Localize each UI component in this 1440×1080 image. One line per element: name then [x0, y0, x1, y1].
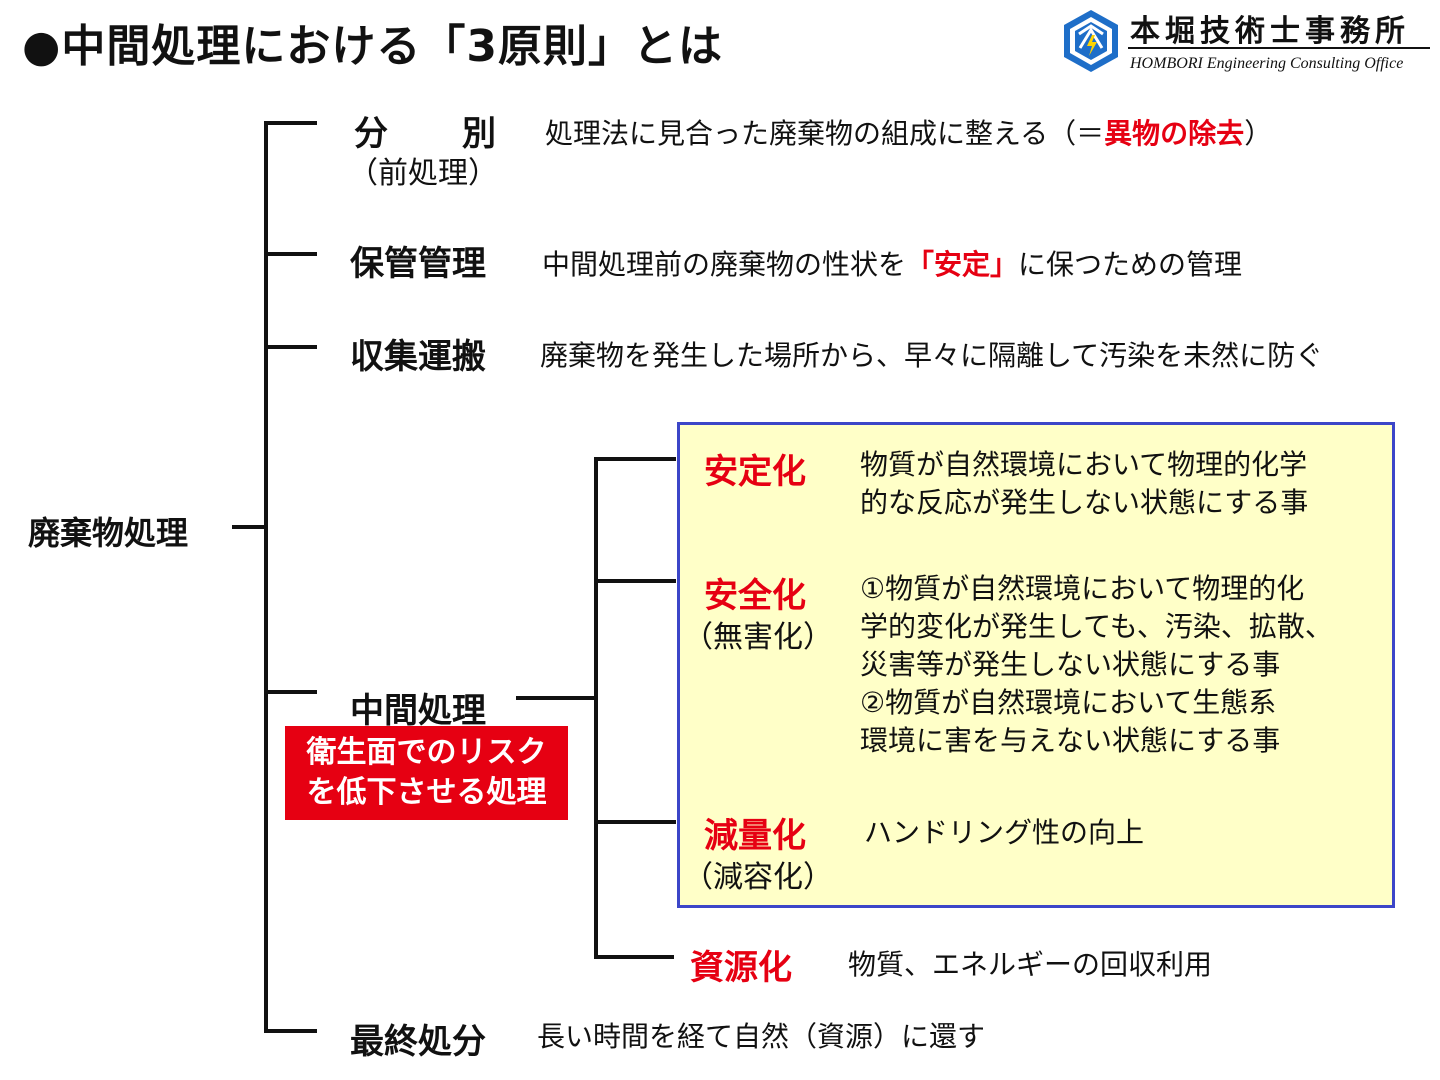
- hokan-desc-pre: 中間処理前の廃棄物の性状を: [542, 248, 907, 281]
- anzenka-sub: （無害化）: [683, 620, 833, 655]
- hokan-desc: 中間処理前の廃棄物の性状を「安定」に保つための管理: [542, 243, 1242, 283]
- bunbetsu-label-a: 分: [354, 114, 388, 154]
- chukan-badge: 衛生面でのリスク を低下させる処理: [285, 726, 568, 820]
- main-trunk: [264, 121, 268, 1033]
- branch-chukan: [264, 690, 317, 694]
- sub-branch-anzenka: [594, 579, 676, 583]
- chukan-badge-line1: 衛生面でのリスク: [306, 735, 547, 770]
- bunbetsu-sub: （前処理）: [348, 156, 498, 191]
- anzenka-desc: ①物質が自然環境において物理的化 学的変化が発生しても、汚染、拡散、 災害等が発…: [860, 570, 1333, 760]
- anzenka-desc-line3: 災害等が発生しない状態にする事: [860, 648, 1281, 681]
- logo-english-name: HOMBORI Engineering Consulting Office: [1130, 55, 1404, 72]
- saishu-desc: 長い時間を経て自然（資源）に還す: [537, 1020, 986, 1053]
- anzenka-desc-line4: ②物質が自然環境において生態系: [860, 686, 1277, 719]
- hombori-logo-icon: [1064, 10, 1118, 72]
- anzenka-desc-line2: 学的変化が発生しても、汚染、拡散、: [860, 610, 1333, 643]
- saishu-label: 最終処分: [350, 1022, 486, 1062]
- page-title: ●中間処理における「3原則」とは: [22, 21, 724, 72]
- chukan-badge-line2: を低下させる処理: [306, 775, 547, 810]
- anteika-desc: 物質が自然環境において物理的化学 的な反応が発生しない状態にする事: [860, 446, 1308, 522]
- branch-hokan: [264, 252, 317, 256]
- genryoka-sub: （減容化）: [683, 860, 833, 895]
- hokan-label: 保管管理: [350, 244, 486, 284]
- logo-japanese-name: 本堀技術士事務所: [1130, 14, 1410, 49]
- hokan-desc-emphasis: 「安定」: [906, 248, 1019, 281]
- anzenka-desc-line5: 環境に害を与えない状態にする事: [860, 724, 1281, 757]
- branch-saishu: [264, 1029, 317, 1033]
- anteika-desc-line2: 的な反応が発生しない状態にする事: [860, 486, 1309, 519]
- hokan-desc-post: に保つための管理: [1018, 248, 1243, 281]
- genryoka-label: 減量化: [704, 816, 806, 856]
- bunbetsu-desc: 処理法に見合った廃棄物の組成に整える（＝異物の除去）: [545, 112, 1272, 152]
- sub-trunk: [594, 457, 598, 958]
- anzenka-desc-line1: ①物質が自然環境において物理的化: [860, 572, 1305, 605]
- bunbetsu-desc-pre: 処理法に見合った廃棄物の組成に整える（＝: [545, 117, 1105, 150]
- anzenka-label: 安全化: [704, 576, 806, 616]
- shigenka-label: 資源化: [690, 948, 792, 988]
- shushu-label: 収集運搬: [350, 337, 486, 377]
- anteika-desc-line1: 物質が自然環境において物理的化学: [860, 448, 1308, 481]
- logo-divider: [1128, 47, 1430, 49]
- anteika-label: 安定化: [704, 452, 806, 492]
- branch-shushu: [264, 345, 317, 349]
- root-connector: [232, 525, 267, 529]
- sub-branch-genryoka: [594, 820, 676, 824]
- chukan-connector: [516, 696, 598, 700]
- three-principles-box: [677, 422, 1395, 908]
- bunbetsu-label-b: 別: [462, 114, 496, 154]
- root-label: 廃棄物処理: [28, 514, 189, 552]
- bunbetsu-desc-post: ）: [1244, 117, 1273, 150]
- branch-bunbetsu: [264, 121, 317, 125]
- sub-branch-anteika: [594, 457, 676, 461]
- shigenka-desc: 物質、エネルギーの回収利用: [848, 948, 1213, 981]
- bunbetsu-desc-emphasis: 異物の除去: [1104, 117, 1245, 150]
- chukan-label: 中間処理: [350, 691, 486, 731]
- shushu-desc: 廃棄物を発生した場所から、早々に隔離して汚染を未然に防ぐ: [540, 339, 1324, 372]
- sub-branch-shigenka: [594, 955, 674, 959]
- genryoka-desc: ハンドリング性の向上: [864, 816, 1145, 849]
